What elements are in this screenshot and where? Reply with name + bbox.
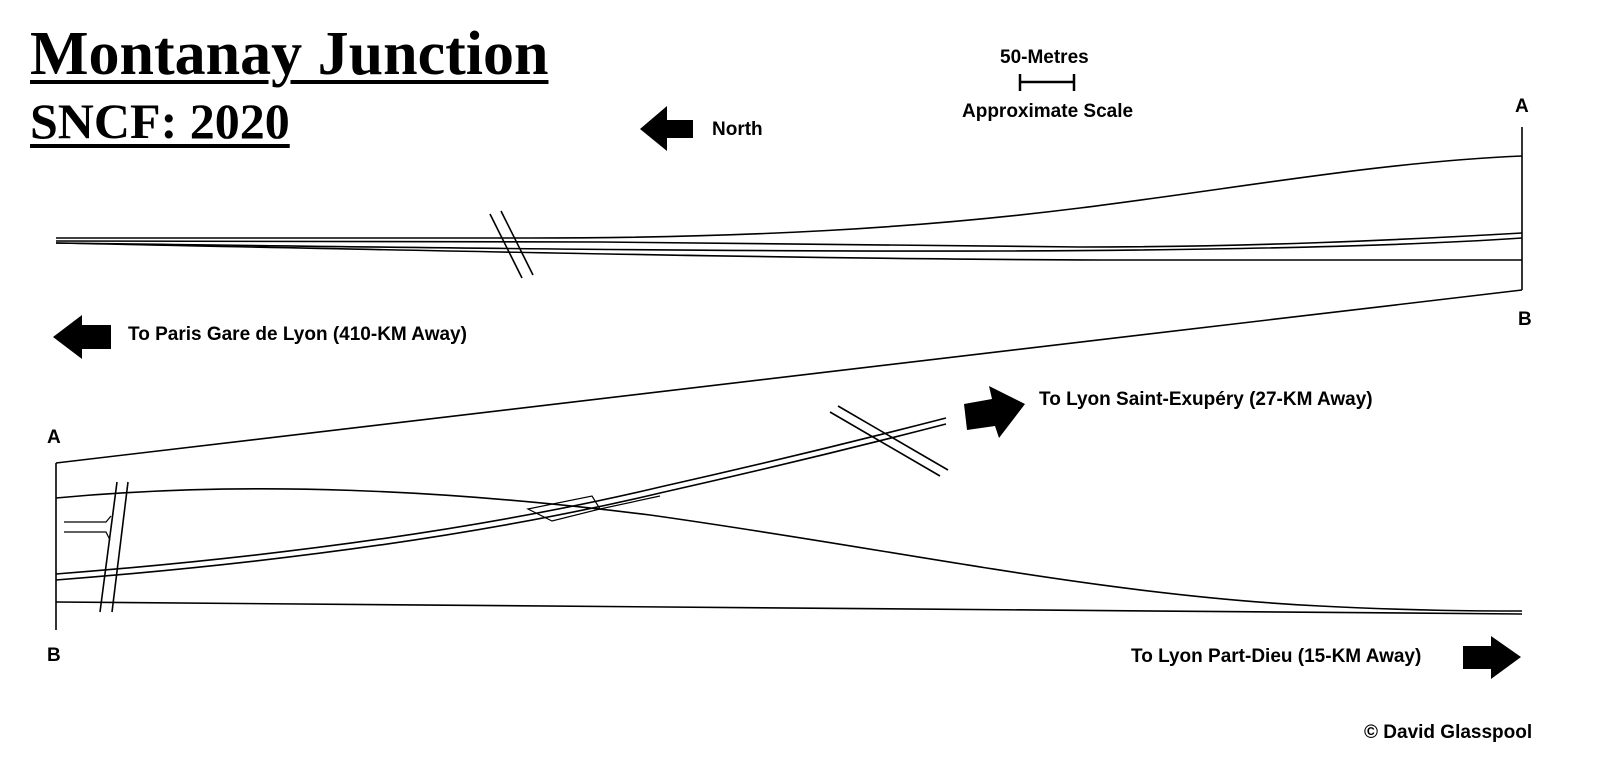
scale-caption: Approximate Scale <box>962 101 1134 122</box>
destination-saint-exupery-label: To Lyon Saint-Exupéry (27-KM Away) <box>1039 389 1373 410</box>
track-stex-line-2 <box>55 423 947 581</box>
track-upper-line-1 <box>56 155 1523 239</box>
page-subtitle: SNCF: 2020 <box>30 93 290 149</box>
bridge-lower-left-1 <box>99 481 118 613</box>
bridge-upper-2 <box>500 210 534 276</box>
scale-distance-label: 50-Metres <box>1000 47 1089 68</box>
track-lower-chord <box>55 488 1523 612</box>
destination-paris-label: To Paris Gare de Lyon (410-KM Away) <box>128 324 467 345</box>
arrow-left-icon <box>53 315 111 359</box>
join-point-b-bottom: B <box>47 645 61 666</box>
bridge-lower-stex-2 <box>837 405 949 471</box>
flyover-rail <box>599 495 661 510</box>
join-point-a-bottom: A <box>47 427 61 448</box>
page-title: Montanay Junction <box>30 20 549 88</box>
join-point-a-top: A <box>1515 96 1529 117</box>
copyright-notice: © David Glasspool <box>1364 722 1533 743</box>
bridge-upper-1 <box>489 213 523 279</box>
track-stex-line-1 <box>55 417 947 575</box>
track-upper-line-4 <box>55 242 1522 261</box>
join-point-b-top: B <box>1518 309 1532 330</box>
access-road <box>64 515 112 541</box>
destination-part-dieu-label: To Lyon Part-Dieu (15-KM Away) <box>1131 646 1422 667</box>
bridge-lower-left-2 <box>111 481 129 613</box>
north-arrow-icon <box>640 106 693 151</box>
north-label: North <box>712 119 763 140</box>
arrow-right-icon <box>1463 636 1521 679</box>
arrow-up-right-icon <box>964 386 1025 438</box>
bridge-lower-stex-1 <box>829 411 941 477</box>
track-upper-line-2 <box>55 232 1523 248</box>
track-upper-line-3 <box>55 237 1523 252</box>
join-line <box>55 289 1523 464</box>
track-lower-main <box>55 601 1523 615</box>
